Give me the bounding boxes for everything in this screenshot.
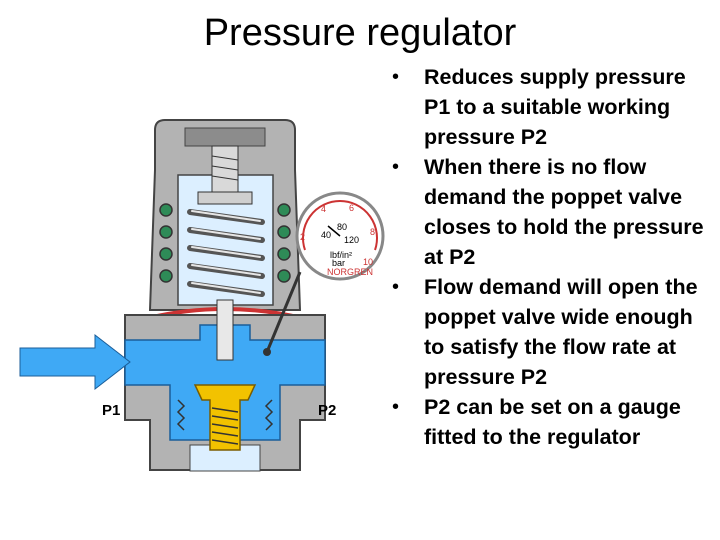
bullet-item: Flow demand will open the poppet valve w… [380,272,715,392]
outlet-label-p2: P2 [318,402,336,419]
adjusting-knob-top [184,127,266,147]
pressure-regulator-diagram: 2 4 6 8 10 40 80 120 lbf/in² bar NORGREN… [19,119,385,472]
gauge-connection [265,271,302,353]
bullet-item: When there is no flow demand the poppet … [380,152,715,272]
gauge-brand: NORGREN [327,267,373,277]
gauge-bar-mark: 8 [370,227,375,237]
gauge-bar-mark: 6 [349,203,354,213]
gauge-bar-mark: 10 [363,257,373,267]
bullet-item: Reduces supply pressure P1 to a suitable… [380,62,715,152]
seal-rings [176,399,274,431]
pressure-gauge: 2 4 6 8 10 40 80 120 lbf/in² bar NORGREN [295,191,385,281]
gauge-bar-mark: 4 [321,204,326,214]
spring-top-plate [197,191,253,205]
housing-fixings [159,203,291,283]
inlet-flow-arrow [19,333,131,391]
slide-title: Pressure regulator [203,12,517,54]
bullet-item: P2 can be set on a gauge fitted to the r… [380,392,715,452]
gauge-psi-mark: 80 [337,222,347,232]
flow-passage [124,324,326,441]
adjusting-screw-thread [211,155,239,181]
gauge-unit-bar: bar [332,258,345,268]
poppet-spring [211,407,239,445]
gauge-unit: lbf/in² [330,250,352,260]
gauge-bar-mark: 2 [300,232,305,242]
valve-stem [216,299,234,361]
inlet-label-p1: P1 [102,402,120,419]
gauge-psi-mark: 40 [321,230,331,240]
gauge-psi-mark: 120 [344,235,359,245]
bullet-list: Reduces supply pressure P1 to a suitable… [380,62,715,452]
